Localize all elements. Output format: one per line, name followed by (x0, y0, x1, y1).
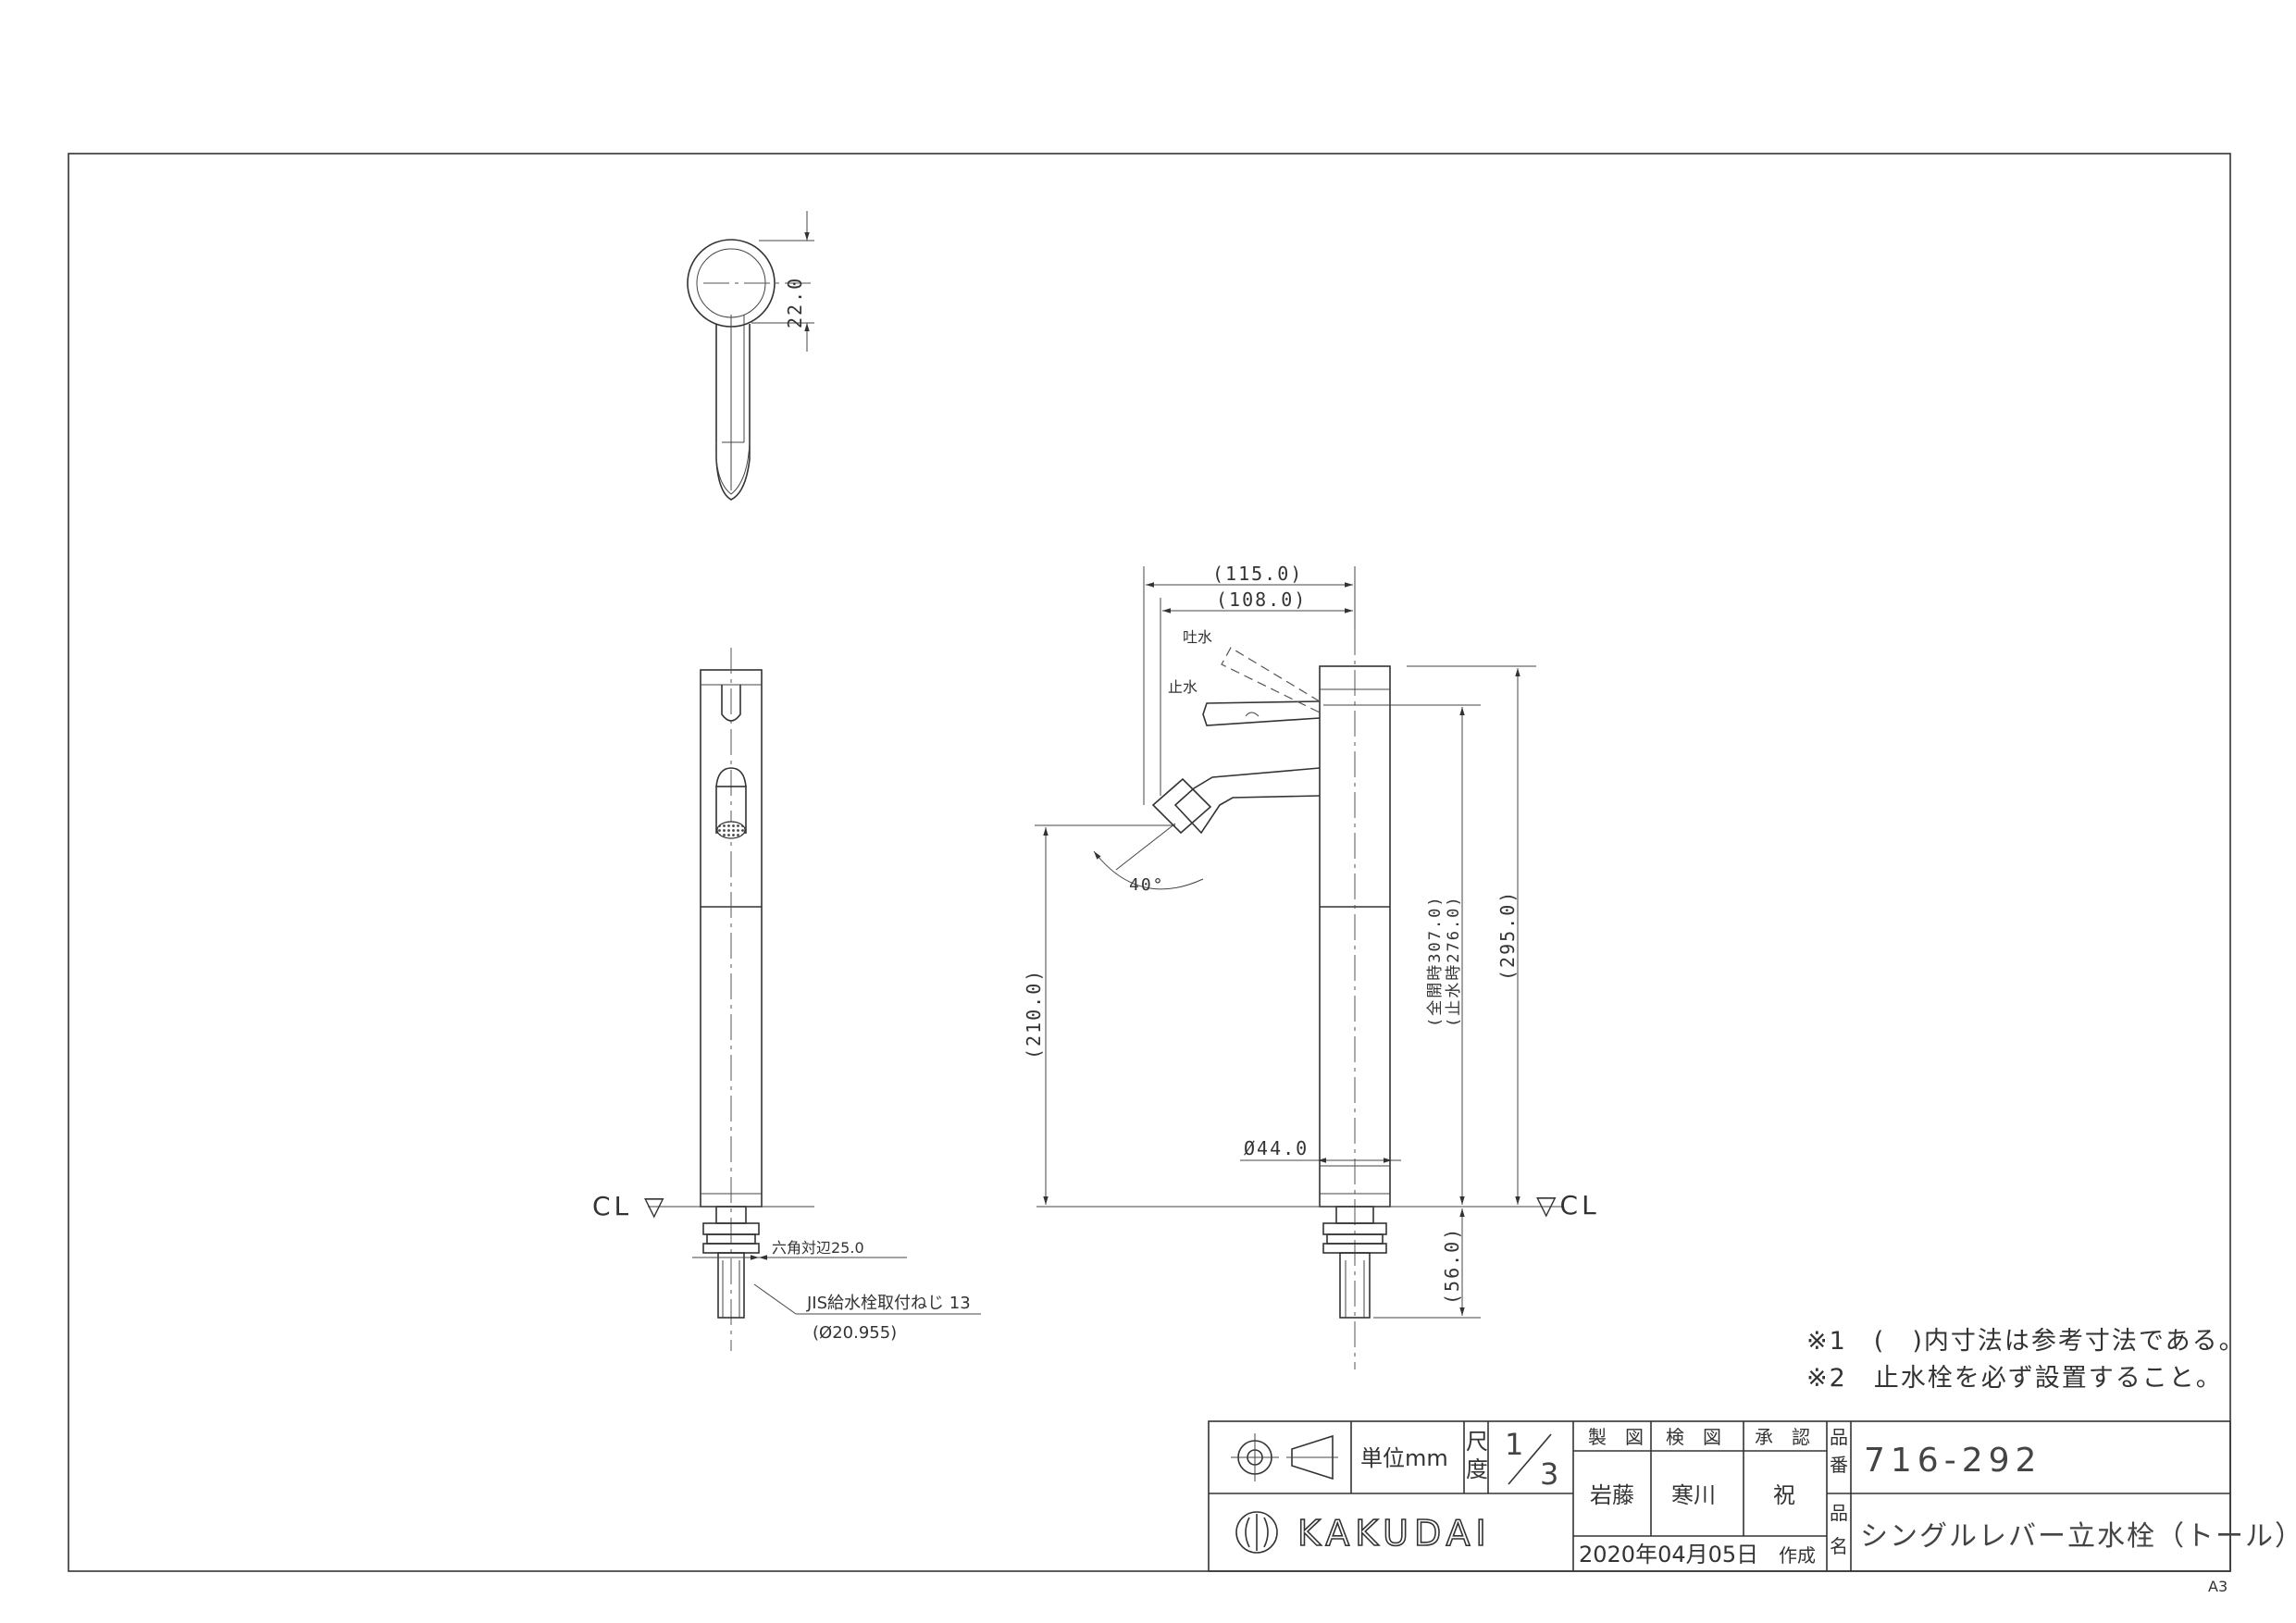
thread-label: JIS給水栓取付ねじ 13 (806, 1294, 971, 1313)
name-label-1: 品 (1830, 1502, 1848, 1524)
front-view: CL ▽ 六角対辺25.0 JIS給水栓取付ねじ 13 (Ø20.955) (592, 648, 981, 1351)
approved-by: 祝 (1773, 1482, 1795, 1508)
drawn-label: 製 図 (1588, 1426, 1644, 1448)
notes: ※1 ( )内寸法は参考寸法である。 ※2 止水栓を必ず設置すること。 (1806, 1327, 2246, 1393)
note-2: ※2 止水栓を必ず設置すること。 (1806, 1364, 2223, 1393)
approved-label: 承 認 (1755, 1426, 1810, 1448)
thread-dia: (Ø20.955) (813, 1323, 897, 1343)
dim-body-height: (295.0) (1496, 890, 1519, 981)
date: 2020年04月05日 (1579, 1542, 1758, 1567)
dim-angle: 40° (1129, 875, 1165, 895)
note-1: ※1 ( )内寸法は参考寸法である。 (1806, 1327, 2246, 1356)
dim-spout-height: (210.0) (1023, 969, 1045, 1059)
label-discharge: 吐水 (1183, 628, 1212, 646)
top-view: 22.0 (687, 211, 814, 501)
scale-label-2: 度 (1466, 1456, 1488, 1482)
aerator-mesh (716, 821, 746, 839)
dim-overall-width: (115.0) (1212, 563, 1303, 585)
hex-label: 六角対辺25.0 (772, 1239, 864, 1257)
paper-size: A3 (2208, 1578, 2228, 1595)
dim-stop-state: (止水時276.0) (1445, 895, 1463, 1027)
dim-width: (108.0) (1216, 588, 1307, 611)
dim-diameter: Ø44.0 (1244, 1137, 1309, 1159)
unit-label: 単位mm (1360, 1445, 1448, 1471)
scale-num: 1 (1505, 1427, 1525, 1462)
side-view: ▽CL (115.0) (108.0) 吐水 止水 40° (210.0) (全… (1023, 563, 1600, 1369)
part-no-label-2: 番 (1830, 1454, 1848, 1476)
projection-symbol-icon (1231, 1433, 1338, 1481)
checked-label: 検 図 (1666, 1426, 1721, 1448)
drawn-by: 岩藤 (1590, 1482, 1634, 1508)
dim-full-open: (全開時307.0) (1426, 895, 1445, 1027)
label-stop: 止水 (1168, 678, 1198, 696)
dim-handle: 22.0 (784, 277, 806, 328)
product-name: シングルレバー立水栓（トール） (1860, 1520, 2296, 1553)
drawing-border (68, 153, 2231, 1572)
title-block: 単位mm 尺 度 1 3 製 図 検 図 承 認 岩藤 寒川 祝 KAKUDAI… (1208, 1420, 2296, 1572)
side-cl-label: ▽CL (1536, 1190, 1600, 1220)
part-no: 716-292 (1864, 1442, 2042, 1480)
kakudai-logo: KAKUDAI (1235, 1511, 1492, 1555)
checked-by: 寒川 (1671, 1482, 1716, 1508)
name-label-2: 名 (1830, 1535, 1848, 1557)
scale-label-1: 尺 (1466, 1429, 1488, 1455)
created-label: 作成 (1779, 1544, 1816, 1567)
scale-den: 3 (1540, 1456, 1560, 1492)
brand-logo-text: KAKUDAI (1297, 1513, 1492, 1554)
part-no-label-1: 品 (1830, 1426, 1848, 1448)
dim-thread-length: (56.0) (1441, 1227, 1463, 1305)
front-cl-label: CL ▽ (592, 1191, 668, 1221)
